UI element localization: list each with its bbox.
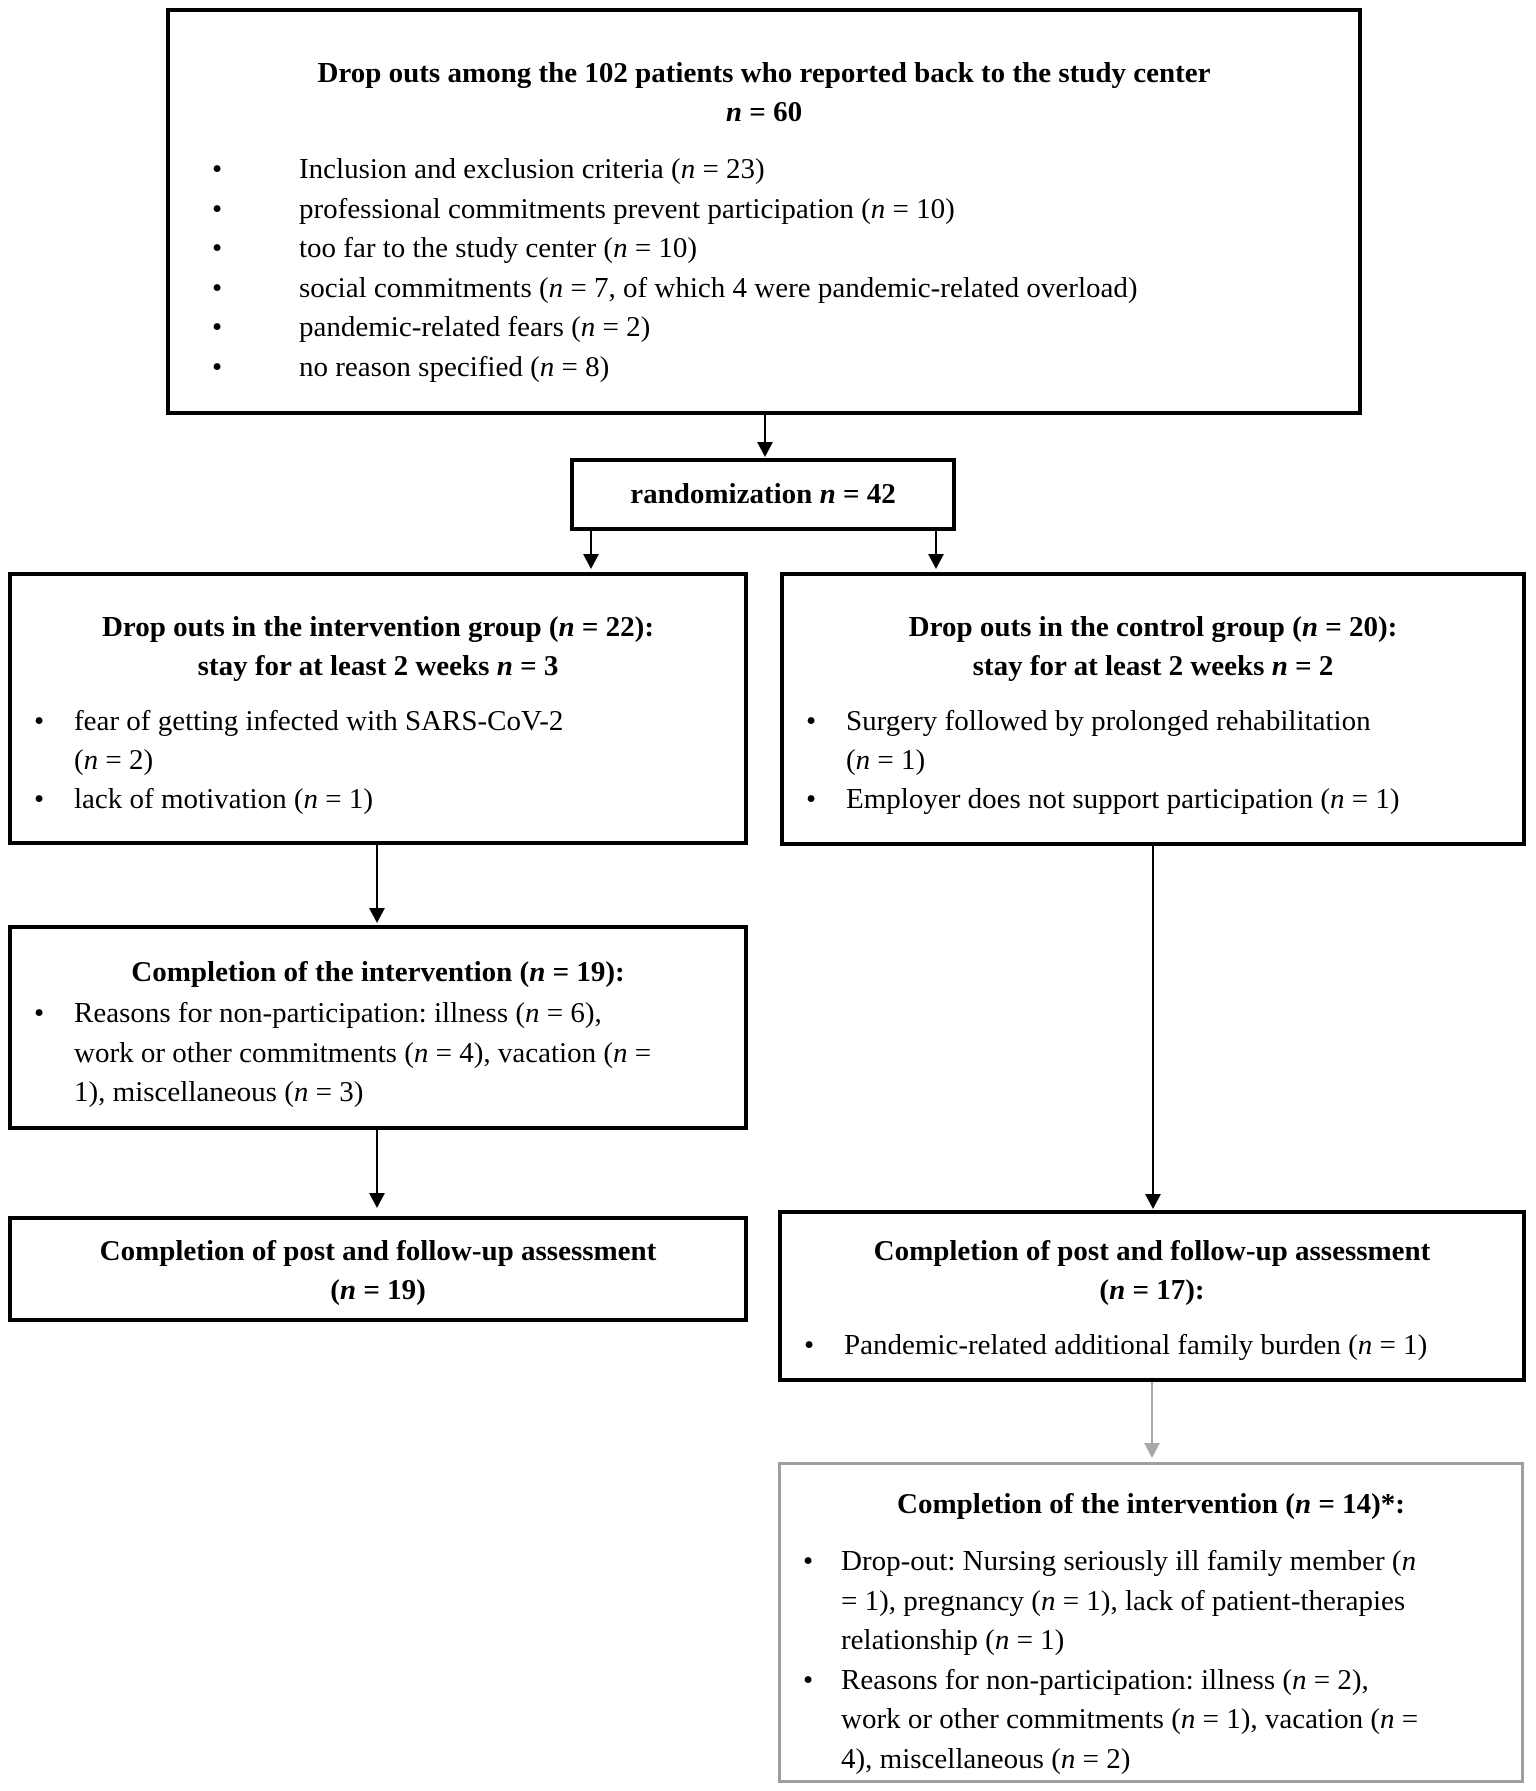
list-item: • Reasons for non-participation: illness… — [803, 1663, 1419, 1775]
dropouts-screening-title-count: n = 60 — [725, 96, 803, 128]
randomization-label: randomization n = 42 — [630, 478, 896, 510]
intervention-post-assessment-title: Completion of post and follow-up assessm… — [99, 1235, 657, 1306]
connector-line — [590, 531, 592, 555]
control-post-assessment-box: Completion of post and follow-up assessm… — [778, 1210, 1526, 1382]
control-completion-reasons: • Drop-out: Nursing seriously ill family… — [781, 1542, 1521, 1779]
arrowhead — [583, 554, 599, 569]
arrowhead — [369, 908, 385, 923]
list-item: • lack of motivation (n = 1) — [34, 783, 374, 815]
dropout-reason-item: •too far to the study center (n = 10) — [212, 232, 698, 264]
dropout-reason-item: •Inclusion and exclusion criteria (n = 2… — [212, 153, 765, 185]
intervention-nonparticipation-reasons: • Reasons for non-participation: illness… — [34, 997, 652, 1108]
control-completion-title: Completion of the intervention (n = 14)*… — [897, 1488, 1405, 1520]
intervention-completion-title: Completion of the intervention (n = 19): — [131, 956, 625, 988]
list-item: • Employer does not support participatio… — [806, 783, 1400, 815]
control-dropout-reasons: • Surgery followed by prolonged rehabili… — [784, 702, 1522, 819]
dropout-reasons-list: •Inclusion and exclusion criteria (n = 2… — [170, 150, 1358, 387]
control-completion-box: Completion of the intervention (n = 14)*… — [778, 1462, 1524, 1783]
dropouts-screening-title-line1: Drop outs among the 102 patients who rep… — [317, 57, 1211, 89]
dropout-reason-item: •no reason specified (n = 8) — [212, 350, 610, 383]
dropout-reason-item: •pandemic-related fears (n = 2) — [212, 311, 651, 343]
arrowhead — [928, 554, 944, 569]
dropout-reason-item: •professional commitments prevent partic… — [212, 192, 955, 225]
connector-line — [764, 415, 766, 443]
intervention-dropout-reasons: • fear of getting infected with SARS-CoV… — [12, 702, 744, 819]
dropouts-screening-box: Drop outs among the 102 patients who rep… — [166, 8, 1362, 415]
control-dropouts-title: Drop outs in the control group (n = 20):… — [908, 611, 1398, 682]
control-post-assessment-title: Completion of post and follow-up assessm… — [873, 1235, 1431, 1306]
dropout-reason-item: •social commitments (n = 7, of which 4 w… — [212, 271, 1138, 304]
list-item: • fear of getting infected with SARS-CoV… — [34, 705, 564, 776]
list-item: • Drop-out: Nursing seriously ill family… — [803, 1545, 1417, 1656]
randomization-box: randomization n = 42 — [570, 458, 956, 531]
control-dropouts-box: Drop outs in the control group (n = 20):… — [780, 572, 1526, 846]
arrowhead — [1144, 1443, 1160, 1458]
connector-line — [376, 1130, 378, 1194]
connector-line — [376, 845, 378, 909]
arrowhead — [369, 1193, 385, 1208]
intervention-dropouts-box: Drop outs in the intervention group (n =… — [8, 572, 748, 845]
intervention-dropouts-title: Drop outs in the intervention group (n =… — [101, 611, 654, 682]
list-item: • Pandemic-related additional family bur… — [804, 1329, 1428, 1361]
list-item: • Surgery followed by prolonged rehabili… — [806, 705, 1371, 776]
dropouts-screening-title: Drop outs among the 102 patients who rep… — [170, 54, 1358, 132]
connector-line — [1152, 846, 1154, 1195]
intervention-completion-box: Completion of the intervention (n = 19):… — [8, 925, 748, 1130]
connector-line — [935, 531, 937, 555]
arrowhead — [757, 442, 773, 457]
connector-line — [1151, 1382, 1153, 1444]
arrowhead — [1145, 1194, 1161, 1209]
intervention-post-assessment-box: Completion of post and follow-up assessm… — [8, 1216, 748, 1322]
